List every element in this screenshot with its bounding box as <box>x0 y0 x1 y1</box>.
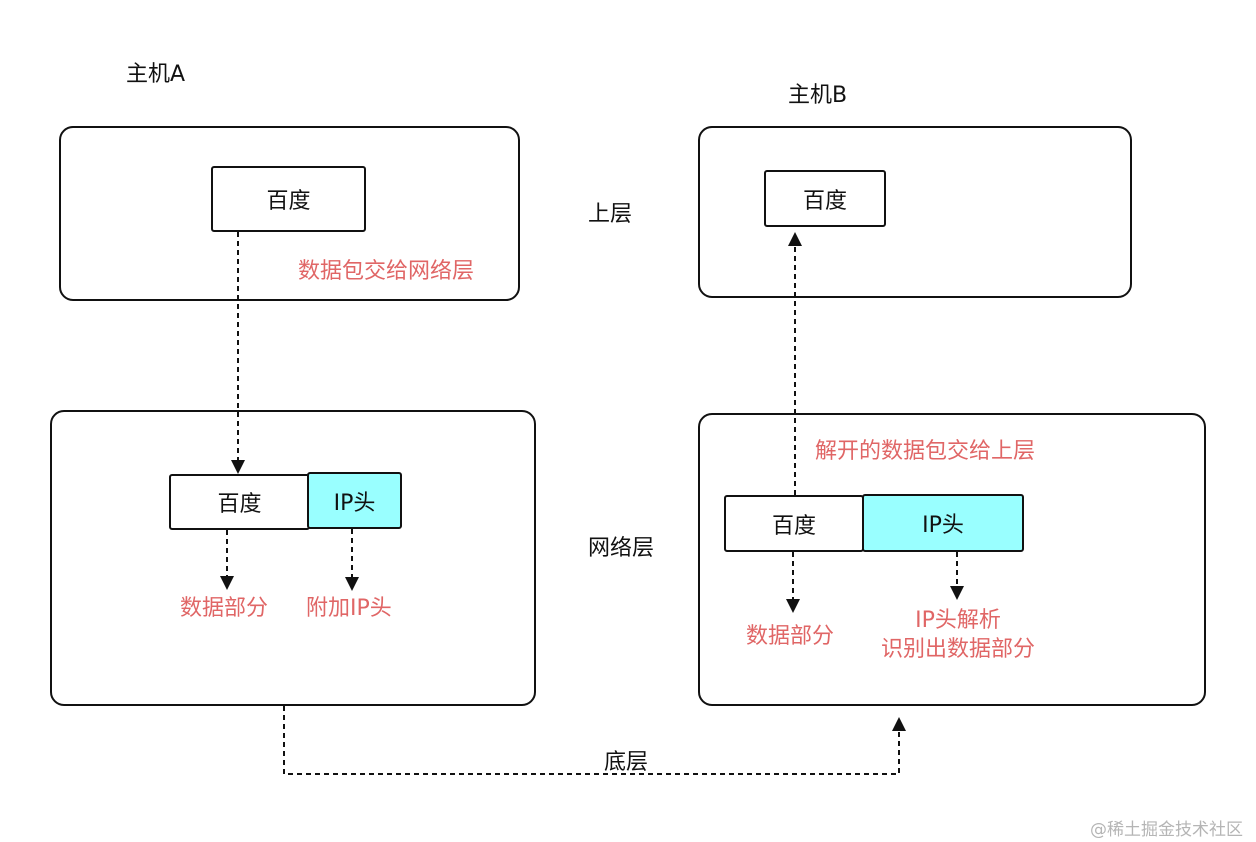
host-b-title: 主机B <box>788 83 848 108</box>
arrowhead-bottom-layer <box>892 717 906 731</box>
host-b-network-layer-panel <box>698 413 1206 706</box>
host-b-ip-header-note: IP头解析 识别出数据部分 <box>858 606 1058 664</box>
arrow-bottom-layer-path <box>283 706 900 775</box>
layer-label-bottom: 底层 <box>604 750 649 775</box>
host-b-ip-header-note-line1: IP头解析 <box>915 608 1001 633</box>
host-b-ip-header-box: IP头 <box>862 494 1024 552</box>
host-a-upper-note: 数据包交给网络层 <box>298 259 475 284</box>
host-b-upper-data-box: 百度 <box>764 170 886 227</box>
watermark: @稀土掘金技术社区 <box>1090 820 1243 840</box>
host-a-ip-header-box: IP头 <box>307 472 402 529</box>
host-b-data-part-note: 数据部分 <box>746 624 835 649</box>
host-a-data-part-note: 数据部分 <box>180 596 269 621</box>
host-a-network-layer-panel <box>50 410 536 706</box>
host-b-network-data-box: 百度 <box>724 495 864 552</box>
host-a-network-data-box: 百度 <box>169 474 310 530</box>
host-a-title: 主机A <box>126 62 186 87</box>
host-b-ip-header-note-line2: 识别出数据部分 <box>880 637 1035 662</box>
host-a-upper-data-box: 百度 <box>211 166 366 232</box>
layer-label-network: 网络层 <box>588 536 655 561</box>
host-b-network-top-note: 解开的数据包交给上层 <box>815 439 1036 464</box>
layer-label-upper: 上层 <box>588 202 633 227</box>
host-a-ip-header-note: 附加IP头 <box>306 596 392 621</box>
